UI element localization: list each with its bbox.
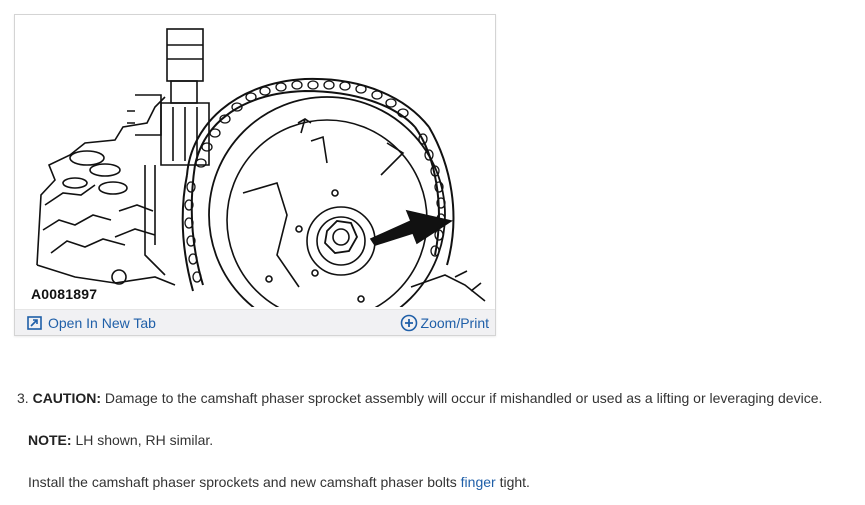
step-3-install: Install the camshaft phaser sprockets an… bbox=[28, 474, 530, 490]
step-number: 3. bbox=[17, 390, 29, 406]
figure-card: A0081897 Open In New Tab Zoom/Print bbox=[14, 14, 496, 336]
install-text-after: tight. bbox=[495, 474, 530, 490]
figure-toolbar: Open In New Tab Zoom/Print bbox=[15, 309, 495, 335]
zoom-plus-icon bbox=[400, 314, 417, 332]
step-3-caution: 3. CAUTION: Damage to the camshaft phase… bbox=[17, 390, 822, 406]
camshaft-phaser-illustration[interactable] bbox=[15, 15, 495, 307]
caution-label: CAUTION: bbox=[32, 390, 102, 406]
open-in-new-tab-link[interactable]: Open In New Tab bbox=[27, 310, 156, 336]
step-3-note: NOTE: LH shown, RH similar. bbox=[28, 432, 213, 448]
figure-image-id: A0081897 bbox=[29, 286, 100, 302]
note-label: NOTE: bbox=[28, 432, 72, 448]
caution-text: Damage to the camshaft phaser sprocket a… bbox=[101, 390, 823, 406]
open-in-new-tab-label: Open In New Tab bbox=[48, 315, 156, 331]
zoom-print-label: Zoom/Print bbox=[420, 315, 489, 331]
note-text: LH shown, RH similar. bbox=[71, 432, 214, 448]
install-text-before: Install the camshaft phaser sprockets an… bbox=[28, 474, 461, 490]
open-in-new-tab-icon bbox=[27, 316, 42, 330]
finger-tight-term-link[interactable]: finger bbox=[460, 474, 496, 490]
zoom-print-link[interactable]: Zoom/Print bbox=[400, 310, 489, 336]
